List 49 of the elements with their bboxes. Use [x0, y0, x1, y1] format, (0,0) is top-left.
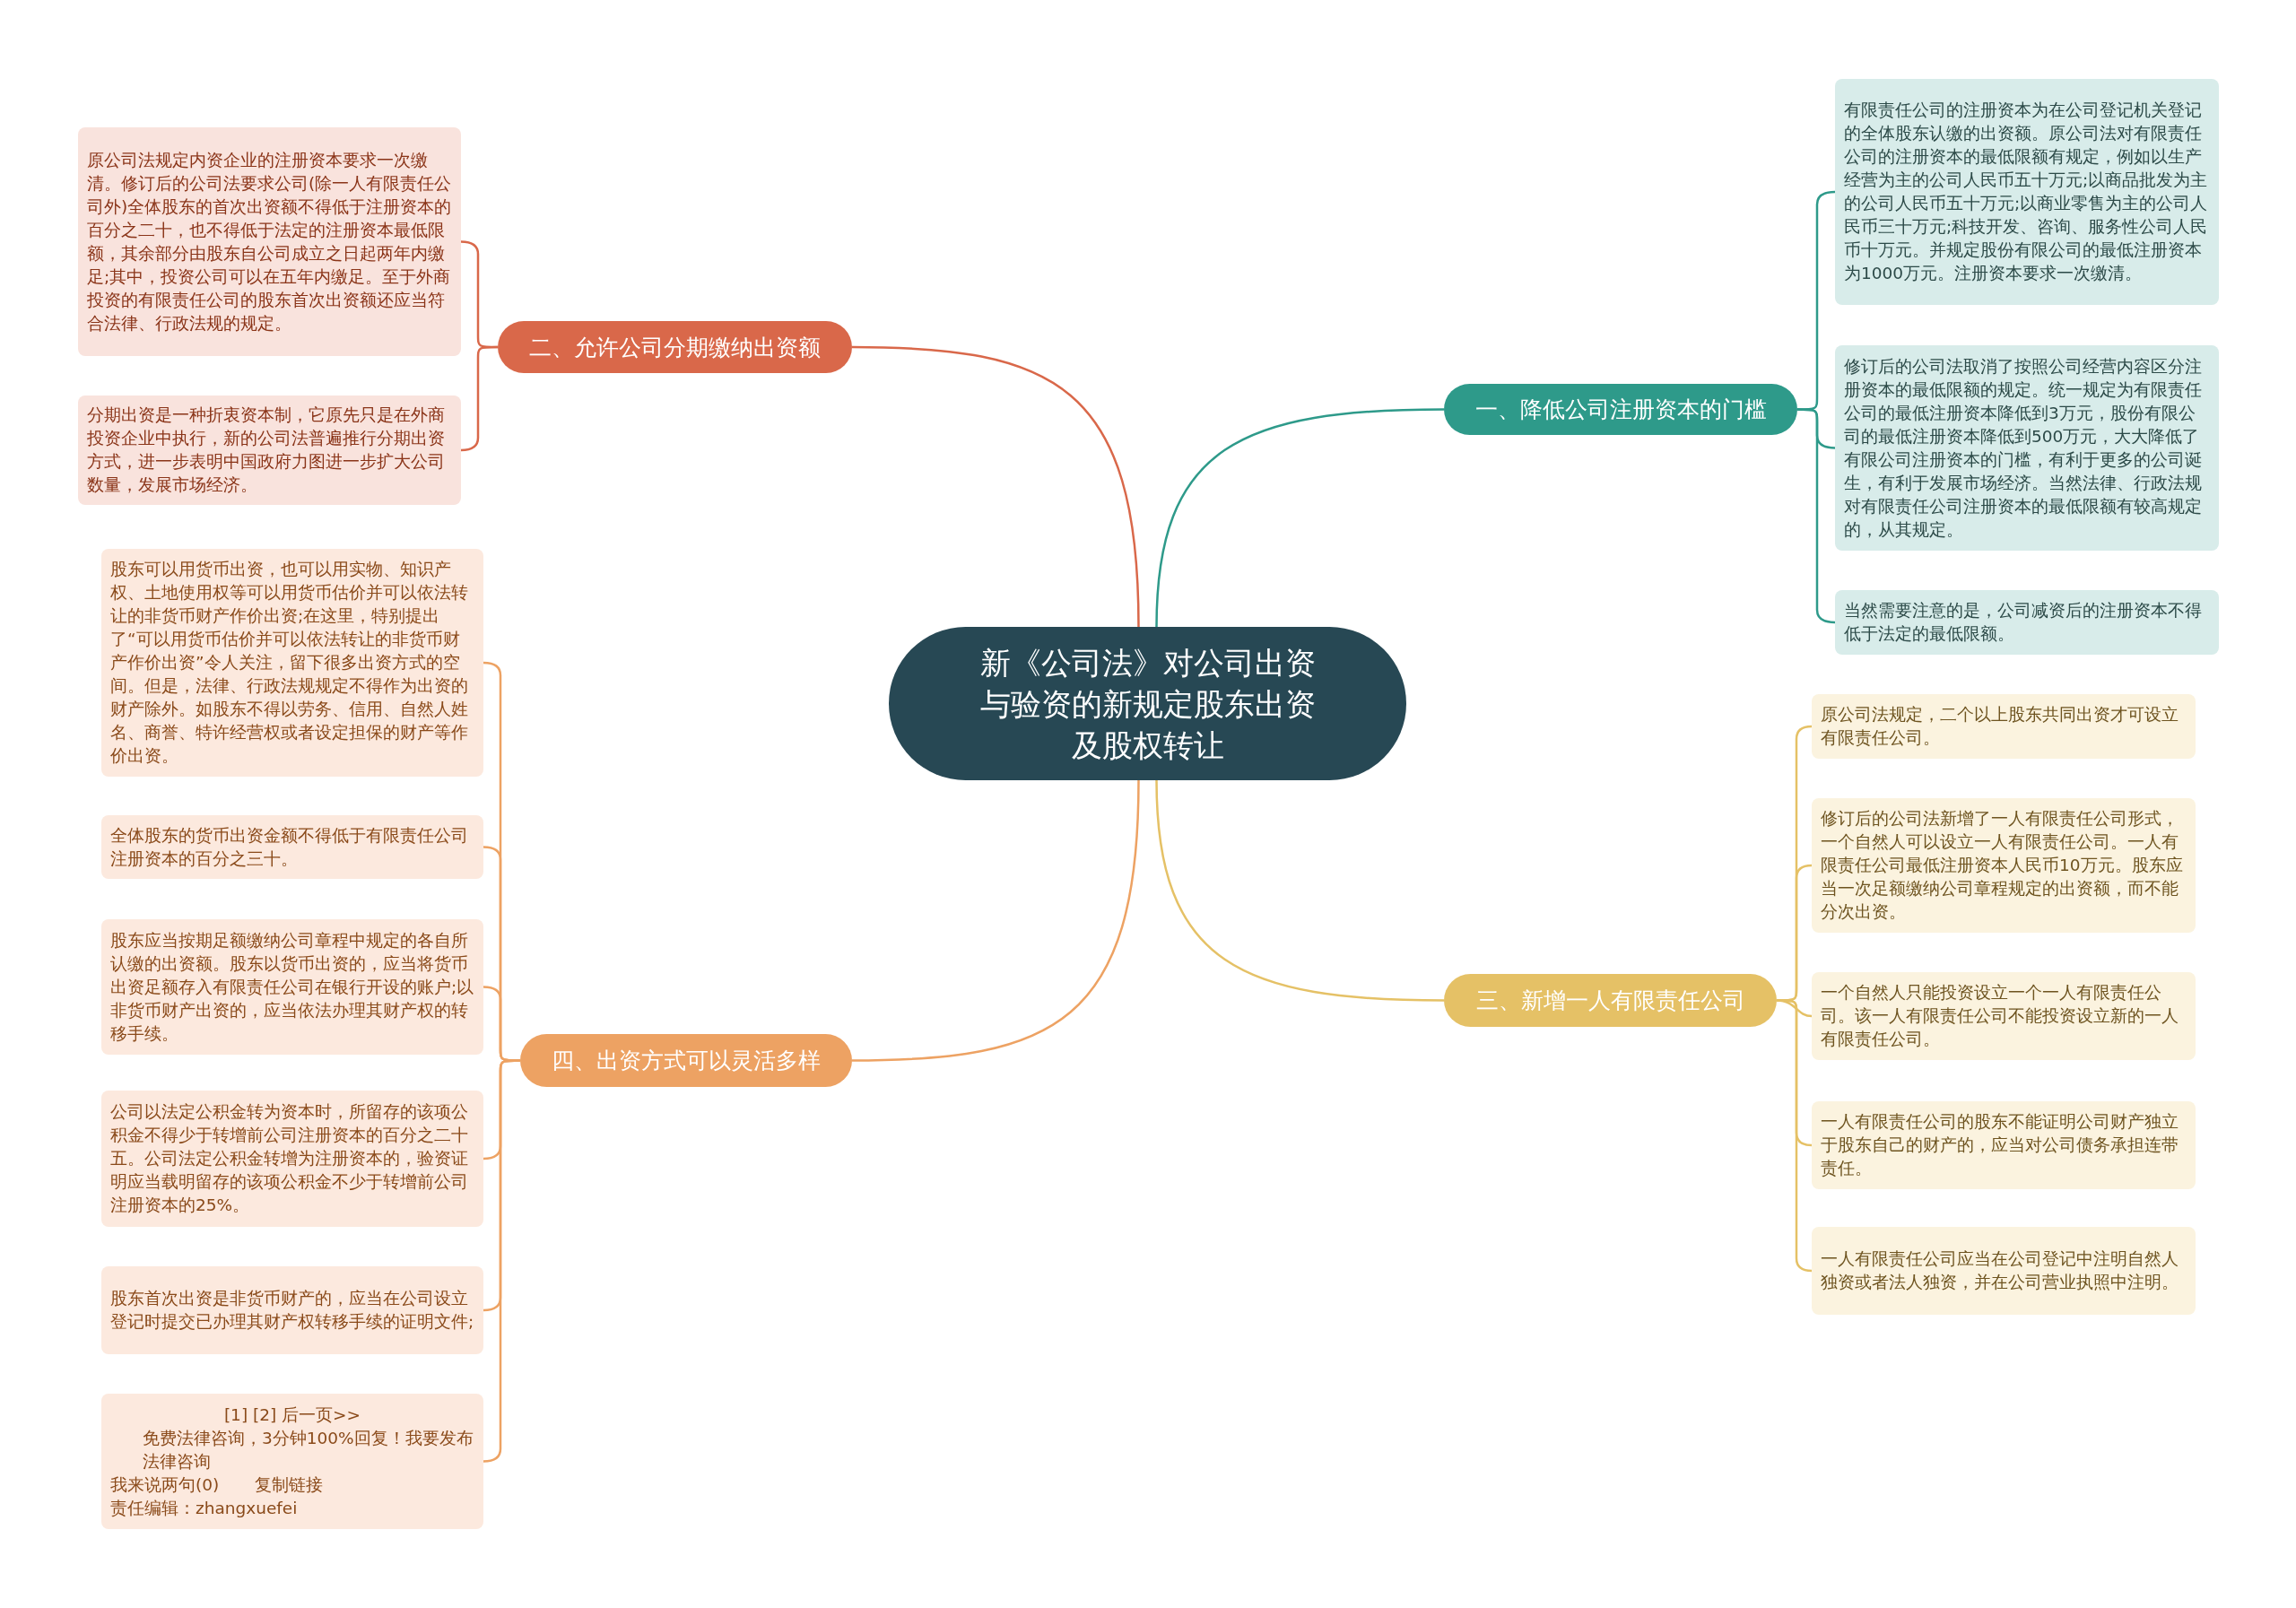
connector-line	[460, 345, 498, 452]
branch-topic	[1444, 384, 1797, 435]
detail-card	[1835, 345, 2219, 551]
detail-card	[1812, 694, 2196, 759]
detail-text: 一人有限责任公司应当在公司登记中注明自然人独资或者法人独资，并在公司营业执照中注明。	[1821, 1248, 2179, 1293]
detail-text: 一个自然人只能投资设立一个一人有限责任公司。该一人有限责任公司不能投资设立新的一人有限责任公司。	[1821, 982, 2179, 1050]
connector-line	[1155, 408, 1445, 628]
detail-text: 我来说两句(0)	[110, 1473, 220, 1496]
connector-line	[483, 1059, 520, 1463]
detail-card	[1835, 590, 2219, 655]
detail-text: 责任编辑：zhangxuefei	[110, 1497, 298, 1519]
detail-text: 分期出资是一种折衷资本制，它原先只是在外商投资企业中执行，新的公司法普遍推行分期出资方式，进一步表明中国政府力图进一步扩大公司数量，发展市场经济。	[87, 404, 446, 496]
detail-card	[1812, 1101, 2196, 1189]
detail-text: 有限责任公司的注册资本为在公司登记机关登记的全体股东认缴的出资额。原公司法对有限责任公司的注册资本的最低限额有规定，例如以生产经营为主的公司人民币五十万元;以商品批发为主的公司人民币五十万元;以商业零售为主的公司人民币三十万元;科技开发、咨询、服务性公司人民币十万元。并规定股份有限公司的最低注册资本为1000万元。注册资本要求一次缴清。	[1844, 100, 2209, 284]
detail-text: 复制链接	[255, 1473, 324, 1496]
detail-card	[101, 815, 483, 879]
detail-text: 修订后的公司法取消了按照公司经营内容区分注册资本的最低限额的规定。统一规定为有限责任公司的最低注册资本降低到3万元，股份有限公司的最低注册资本降低到500万元，大大降低了有限公司注册资本的门槛，有利于更多的公司诞生，有利于发展市场经济。当然法律、行政法规对有限责任公司注册资本的最低限额有较高规定的，从其规定。	[1844, 355, 2203, 541]
detail-text: [1] [2] 后一页>>	[222, 1404, 362, 1426]
detail-text: 一人有限责任公司的股东不能证明公司财产独立于股东自己的财产的，应当对公司债务承担连带责任。	[1821, 1111, 2179, 1179]
branch-label: 一、降低公司注册资本的门槛	[1474, 395, 1767, 424]
detail-card	[101, 1091, 483, 1227]
detail-card	[101, 1394, 483, 1529]
branch-label: 二、允许公司分期缴纳出资额	[529, 333, 821, 362]
detail-text: 全体股东的货币出资金额不得低于有限责任公司注册资本的百分之三十。	[110, 824, 469, 870]
detail-text: 公司以法定公积金转为资本时，所留存的该项公积金不得少于转增前公司注册资本的百分之二十五。公司法定公积金转增为注册资本的，验资证明应当载明留存的该项公积金不少于转增前公司注册资本的25%。	[110, 1101, 469, 1216]
detail-card	[78, 395, 461, 505]
detail-card	[101, 919, 483, 1055]
connector-line	[1155, 779, 1444, 1002]
branch-topic	[498, 321, 852, 373]
branch-label: 四、出资方式可以灵活多样	[552, 1047, 821, 1075]
detail-text: 股东首次出资是非货币财产的，应当在公司设立登记时提交已办理其财产权转移手续的证明文件;	[110, 1288, 474, 1333]
detail-text: 原公司法规定，二个以上股东共同出资才可设立有限责任公司。	[1821, 704, 2179, 749]
detail-text: 免费法律咨询，3分钟100%回复！我要发布法律咨询	[142, 1427, 474, 1473]
title-text: 新《公司法》对公司出资与验资的新规定股东出资及股权转让	[978, 643, 1317, 765]
detail-text: 原公司法规定内资企业的注册资本要求一次缴清。修订后的公司法要求公司(除一人有限责任公司外)全体股东的首次出资额不得低于注册资本的百分之二十，也不得低于法定的注册资本最低限额，其余部分由股东自公司成立之日起两年内缴足;其中，投资公司可以在五年内缴足。至于外商投资的有限责任公司的股东首次出资额还应当符合法律、行政法规的规定。	[87, 149, 452, 335]
connector-line	[851, 779, 1140, 1062]
detail-card	[101, 1266, 483, 1354]
connector-line	[851, 345, 1140, 628]
detail-text: 当然需要注意的是，公司减资后的注册资本不得低于法定的最低限额。	[1844, 600, 2203, 645]
detail-text: 股东应当按期足额缴纳公司章程中规定的各自所认缴的出资额。股东以货币出资的，应当将货币出资足额存入有限责任公司在银行开设的账户;以非货币财产出资的，应当依法办理其财产权的转移手续。	[110, 929, 474, 1045]
detail-text: 修订后的公司法新增了一人有限责任公司形式，一个自然人可以设立一人有限责任公司。一人有限责任公司最低注册资本人民币10万元。股东应当一次足额缴纳公司章程规定的出资额，而不能分次出资。	[1821, 808, 2184, 923]
detail-card	[1812, 1227, 2196, 1315]
detail-card	[78, 127, 461, 356]
branch-label: 三、新增一人有限责任公司	[1475, 987, 1745, 1015]
connector-line	[1777, 999, 1813, 1273]
detail-card	[1835, 79, 2219, 305]
detail-card	[1812, 798, 2196, 933]
detail-card	[1812, 972, 2196, 1060]
detail-text: 股东可以用货币出资，也可以用实物、知识产权、土地使用权等可以用货币估价并可以依法转让的非货币财产作价出资;在这里，特别提出了“可以用货币估价并可以依法转让的非货币财产作价出资”令人关注，留下很多出资方式的空间。但是，法律、行政法规规定不得作为出资的财产除外。如股东不得以劳务、信用、自然人姓名、商誉、特许经营权或者设定担保的财产等作价出资。	[110, 559, 469, 767]
